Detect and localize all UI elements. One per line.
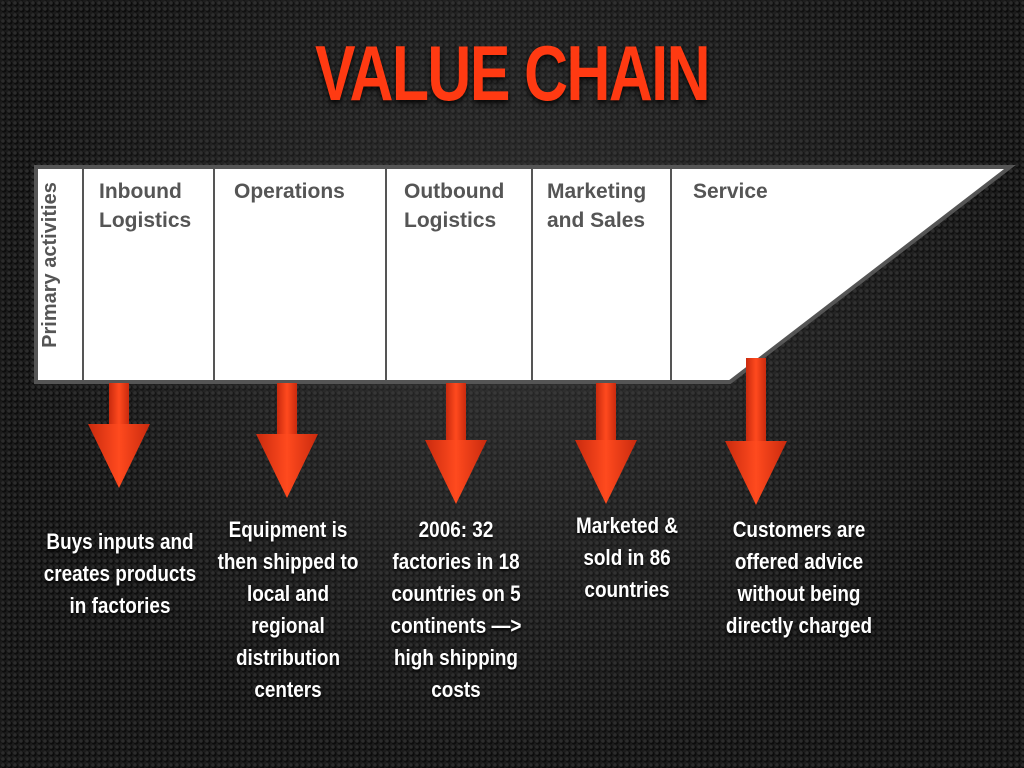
page-title: VALUE CHAIN <box>314 29 711 117</box>
description-service: Customers are offered advice without bei… <box>725 517 873 638</box>
column-label-service: Service <box>693 180 768 203</box>
description-operations: Equipment is then shipped to local and r… <box>217 517 359 702</box>
primary-activities-label: Primary activities <box>39 182 61 348</box>
arrow-down-icon <box>88 383 150 488</box>
description-outbound-logistics: 2006: 32 factories in 18 countries on 5 … <box>390 517 522 702</box>
description-inbound-logistics: Buys inputs and creates products in fact… <box>43 529 197 618</box>
description-marketing-and-sales: Marketed & sold in 86 countries <box>576 513 678 602</box>
column-label-inbound-logistics: Inbound Logistics <box>99 180 192 232</box>
column-label-outbound-logistics: Outbound Logistics <box>404 180 505 232</box>
primary-activities-box <box>34 165 1016 384</box>
column-label-marketing-and-sales: Marketing and Sales <box>547 180 647 232</box>
arrow-down-icon <box>256 383 318 498</box>
arrow-down-icon <box>725 358 787 505</box>
arrow-down-icon <box>575 383 637 504</box>
arrow-down-icon <box>425 383 487 504</box>
column-label-operations: Operations <box>234 180 345 203</box>
